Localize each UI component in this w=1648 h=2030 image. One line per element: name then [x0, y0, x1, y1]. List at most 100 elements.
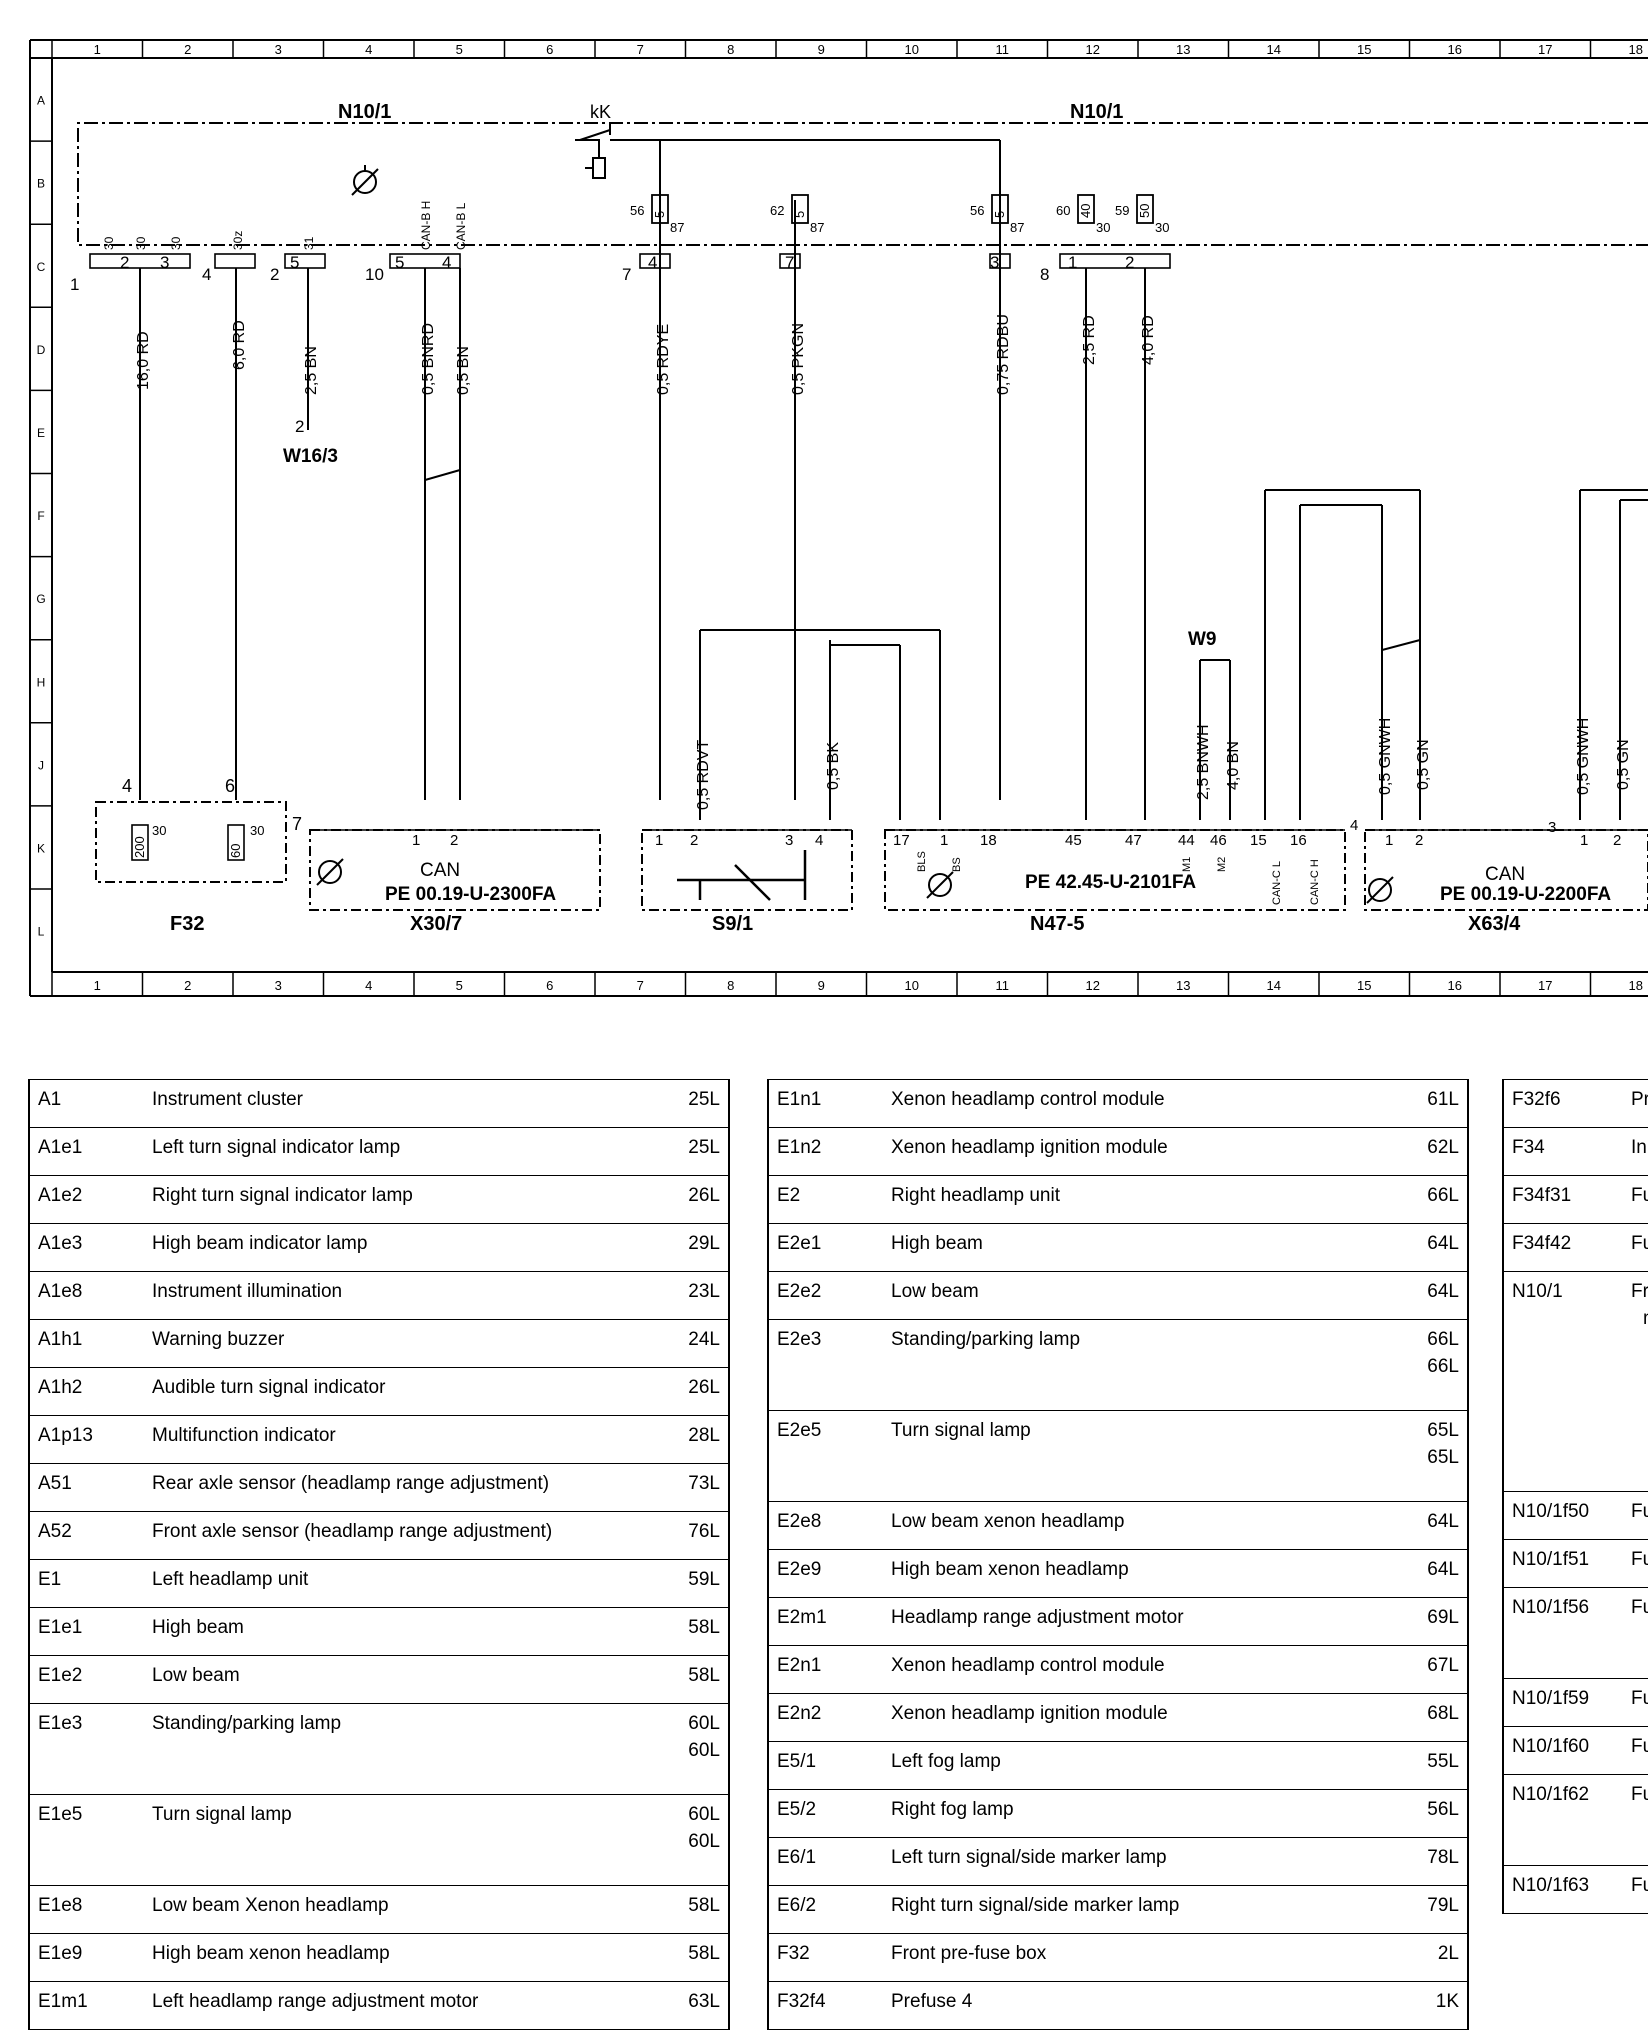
n10-1-terminal-labels: 30 30 30 30z 31 CAN-B H CAN-B L: [102, 201, 468, 250]
page-ref-text: 24L: [688, 1329, 720, 1350]
component-code: A1e3: [28, 1223, 144, 1272]
f32-fuse-value: 200: [132, 836, 147, 858]
component-description: Xenon headlamp control module: [883, 1079, 1403, 1128]
page-reference: 58L: [664, 1607, 730, 1656]
component-description: Right turn signal indicator lamp: [144, 1175, 664, 1224]
x63-4-label: X63/4: [1468, 913, 1521, 935]
component-headers: [131, 824, 1648, 861]
n10-1-pin-labels: 1 2 3 4 2 5 10 5 4 7 4 7 3 8 1 2: [70, 253, 1134, 294]
page-reference: 67L: [1403, 1645, 1469, 1694]
page-reference: 2L: [1403, 1933, 1469, 1982]
component-code: E2e1: [767, 1223, 883, 1272]
component-description: Left fog lamp: [883, 1741, 1403, 1790]
component-code: E2: [767, 1175, 883, 1224]
component-description: Low beam: [144, 1655, 664, 1704]
wire-label: 2,5 RD: [1081, 315, 1098, 365]
pin-label: 44: [1178, 832, 1195, 849]
component-description: High beam: [144, 1607, 664, 1656]
component-code: A52: [28, 1511, 144, 1560]
component-code: E1n2: [767, 1127, 883, 1176]
page-reference: 25L: [664, 1079, 730, 1128]
page-ref-text: 25L: [688, 1089, 720, 1110]
row-label: L: [38, 925, 45, 939]
pin-label: 3: [160, 253, 169, 272]
component-description: Xenon headlamp ignition module: [883, 1693, 1403, 1742]
component-code: A1h1: [28, 1319, 144, 1368]
component-description: Left turn signal/side marker lamp: [883, 1837, 1403, 1886]
row-label: E: [37, 426, 45, 440]
page-ref-text: 26L: [688, 1185, 720, 1206]
terminal-label: 30: [102, 236, 116, 250]
pin-label: 7: [292, 814, 302, 834]
legend-row: N10/1f59Fu: [1502, 1678, 1648, 1727]
row-label: A: [37, 94, 45, 108]
page-ref-text: 25L: [688, 1137, 720, 1158]
column-label: 17: [1538, 42, 1552, 57]
relay-number: 56: [970, 203, 984, 218]
relay-number: 56: [630, 203, 644, 218]
pin-label: 1: [70, 275, 79, 294]
kk-label: kK: [590, 102, 611, 122]
n47-5-label: N47-5: [1030, 913, 1084, 935]
description-text: Fu: [1631, 1875, 1648, 1896]
component-code: N10/1f56: [1502, 1587, 1623, 1679]
component-description: Right turn signal/side marker lamp: [883, 1885, 1403, 1934]
column-label: 6: [546, 42, 553, 57]
relay-value: 5: [992, 211, 1007, 218]
component-code: E2e5: [767, 1410, 883, 1502]
description-text: Front pre-fuse box: [891, 1943, 1047, 1964]
description-text: Fu: [1631, 1233, 1648, 1254]
pin-label: 5: [290, 253, 299, 272]
relay-value: 5: [792, 211, 807, 218]
component-code: N10/1f60: [1502, 1726, 1623, 1775]
page-reference: 62L: [1403, 1127, 1469, 1176]
pin-label: 2: [270, 265, 279, 284]
pin-label: 3: [990, 253, 999, 272]
component-pin-labels: 1 2 1 2 3 4 17 1 18 45 47 44 46 15 16 4 …: [412, 817, 1621, 849]
pin-label: 4: [1350, 817, 1358, 834]
page-ref-text: 67L: [1427, 1655, 1459, 1676]
pin-label: 4: [442, 253, 451, 272]
page-reference: 68L: [1403, 1693, 1469, 1742]
page-ref-text: 56L: [1427, 1799, 1459, 1820]
component-code: E1n1: [767, 1079, 883, 1128]
page-reference: 64L: [1403, 1501, 1469, 1550]
description-text: Xenon headlamp control module: [891, 1655, 1165, 1676]
row-label: H: [37, 675, 46, 689]
component-code: N10/1f50: [1502, 1491, 1623, 1540]
page-ref-text: 73L: [688, 1473, 720, 1494]
description-text: Standing/parking lamp: [152, 1713, 342, 1734]
column-label: 16: [1448, 42, 1462, 57]
description-text: Fu: [1631, 1597, 1648, 1618]
component-code: E2m1: [767, 1597, 883, 1646]
page-ref-text: 58L: [688, 1617, 720, 1638]
page-reference: 56L: [1403, 1789, 1469, 1838]
page-ref-text: 78L: [1427, 1847, 1459, 1868]
column-label: 7: [637, 42, 644, 57]
f32-label: F32: [170, 913, 204, 935]
component-description: Audible turn signal indicator: [144, 1367, 664, 1416]
description-text: High beam: [891, 1233, 983, 1254]
pin-name: CAN-C L: [1271, 861, 1283, 905]
component-code: E2e9: [767, 1549, 883, 1598]
page-ref-text: 76L: [688, 1521, 720, 1542]
component-description: Fu: [1623, 1865, 1648, 1914]
component-code: A1e1: [28, 1127, 144, 1176]
pin-label: 18: [980, 832, 997, 849]
component-boxes: [95, 801, 1648, 911]
